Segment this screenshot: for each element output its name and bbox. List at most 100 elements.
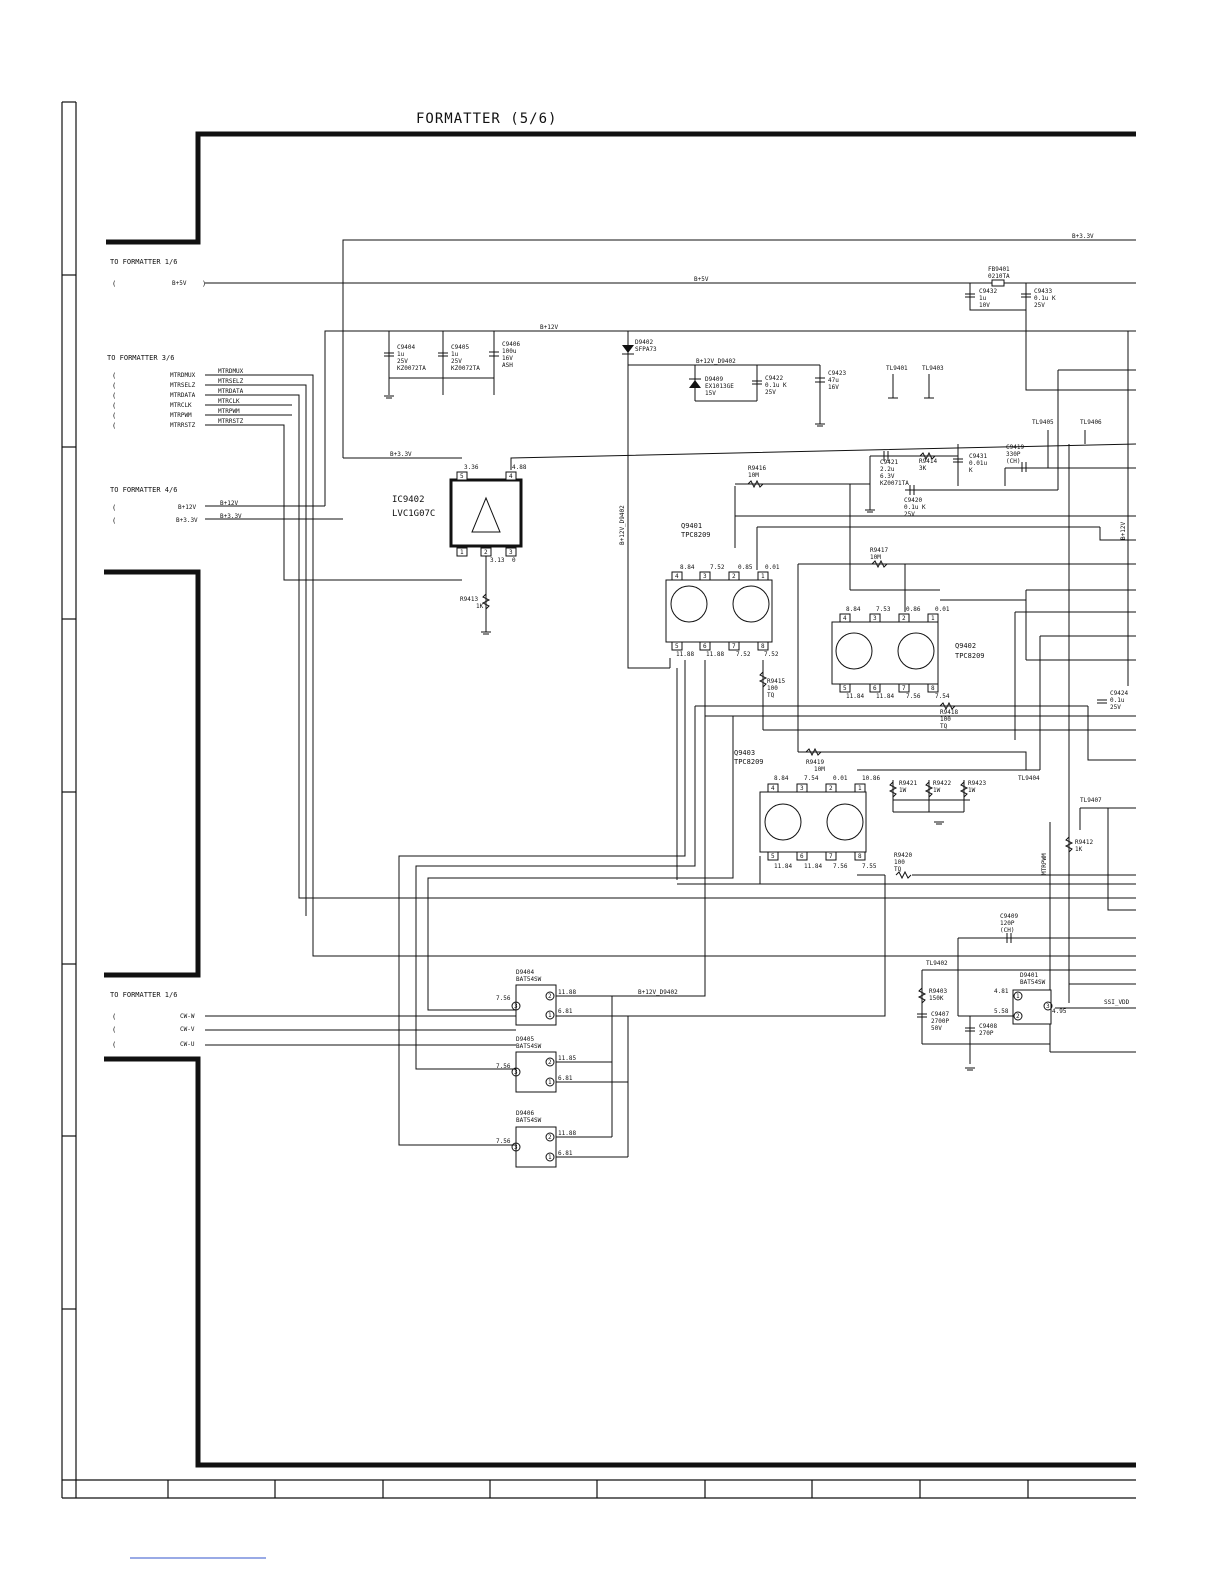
component-label: 10M	[748, 472, 759, 479]
block-outline	[104, 131, 1136, 1468]
transistor-ref: Q9403	[734, 749, 755, 757]
component-label: R9403	[929, 988, 947, 995]
svg-text:3: 3	[509, 549, 513, 556]
component-label: KZ0072TA	[451, 365, 480, 372]
component-label: 1W	[933, 787, 941, 794]
component-label: 100	[940, 716, 951, 723]
component-label: ASH	[502, 362, 513, 369]
net-label-b12v-in: B+12V	[178, 504, 196, 511]
signal-inputs: MTRDMUX MTRSELZ MTRDATA MTRCLK MTRPWM MT…	[112, 372, 196, 430]
component-label: 0.01	[833, 775, 848, 782]
svg-text:(: (	[112, 402, 116, 410]
component-label: 7.53	[876, 606, 891, 613]
component-label: 16V	[828, 384, 839, 391]
component-label: 0.1u K	[904, 504, 926, 511]
component-label: D9404	[516, 969, 534, 976]
component-label: C9409	[1000, 913, 1018, 920]
component-label: BAT54SW	[516, 976, 542, 983]
component-label: SFPA73	[635, 346, 657, 353]
sheet-frame	[61, 101, 1136, 1499]
signal-out-label: MTRDATA	[218, 388, 244, 395]
component-label: 3K	[919, 465, 927, 472]
component-label: C9431	[969, 453, 987, 460]
component-label: 6.81	[558, 1150, 573, 1157]
component-label: 6.81	[558, 1075, 573, 1082]
component-label: (CH)	[1000, 927, 1014, 934]
testpoint-label: TL9402	[926, 960, 948, 967]
signal-outputs: MTRDMUX MTRSELZ MTRDATA MTRCLK MTRPWM MT…	[218, 368, 244, 425]
component-label: 25V	[904, 511, 915, 518]
component-label: C9423	[828, 370, 846, 377]
component-label: R9423	[968, 780, 986, 787]
component-label: 3	[514, 1003, 518, 1010]
svg-text:4.88: 4.88	[512, 464, 527, 471]
svg-text:(: (	[112, 372, 116, 380]
component-label: C9407	[931, 1011, 949, 1018]
svg-text:2: 2	[484, 549, 488, 556]
component-label: 100u	[502, 348, 517, 355]
component-label: 47u	[828, 377, 839, 384]
component-label: 2	[829, 785, 833, 792]
svg-text:0: 0	[512, 557, 516, 564]
component-label: 7.56	[496, 1063, 511, 1070]
component-label: 4.81	[994, 988, 1009, 995]
svg-text:(: (	[112, 412, 116, 420]
component-label: 11.88	[706, 651, 724, 658]
signal-in-label: MTRSELZ	[170, 382, 196, 389]
component-label: 7.56	[833, 863, 848, 870]
svg-text:1K: 1K	[476, 603, 484, 610]
component-label: 100	[894, 859, 905, 866]
component-label: 3	[514, 1069, 518, 1076]
component-label: 8.84	[846, 606, 861, 613]
component-label: TQ	[767, 692, 775, 699]
component-label: 1	[548, 1079, 552, 1086]
component-label: 6.3V	[880, 473, 895, 480]
page-title: FORMATTER (5/6)	[416, 111, 557, 127]
net-label-b12v-right: B+12V	[1120, 522, 1127, 540]
component-label: 6	[800, 853, 804, 860]
component-label: 2	[548, 1134, 552, 1141]
signal-in-label: MTRDATA	[170, 392, 196, 399]
connector-formatter-1-6-bottom: TO FORMATTER 1/6	[110, 991, 177, 999]
transistor-part: TPC8209	[681, 531, 711, 539]
component-label: R9420	[894, 852, 912, 859]
component-label: D9402	[635, 339, 653, 346]
component-label: 11.88	[558, 989, 576, 996]
testpoint-label: TL9407	[1080, 797, 1102, 804]
component-label: R9414	[919, 458, 937, 465]
component-label: 1u	[397, 351, 405, 358]
svg-text:3.36: 3.36	[464, 464, 479, 471]
component-label: C9421	[880, 459, 898, 466]
component-label: 1	[858, 785, 862, 792]
ic-ref: IC9402	[392, 495, 425, 505]
component-label: 25V	[1034, 302, 1045, 309]
component-label: 25V	[765, 389, 776, 396]
component-label: C9408	[979, 1023, 997, 1030]
component-label: BAT54SW	[1020, 979, 1046, 986]
ic-ic9402: 5 4 1 2 3 3.36 4.88 3.13 0 IC9402 LVC1G0…	[392, 464, 527, 564]
signal-out-label: MTRSELZ	[218, 378, 244, 385]
component-label: BAT54SW	[516, 1117, 542, 1124]
component-label: 7.54	[935, 693, 950, 700]
component-label: 0.85	[738, 564, 753, 571]
component-label: KZ0072TA	[397, 365, 426, 372]
component-label: 4	[675, 573, 679, 580]
component-label: 1	[548, 1154, 552, 1161]
component-label: 8.84	[680, 564, 695, 571]
component-label: D9406	[516, 1110, 534, 1117]
